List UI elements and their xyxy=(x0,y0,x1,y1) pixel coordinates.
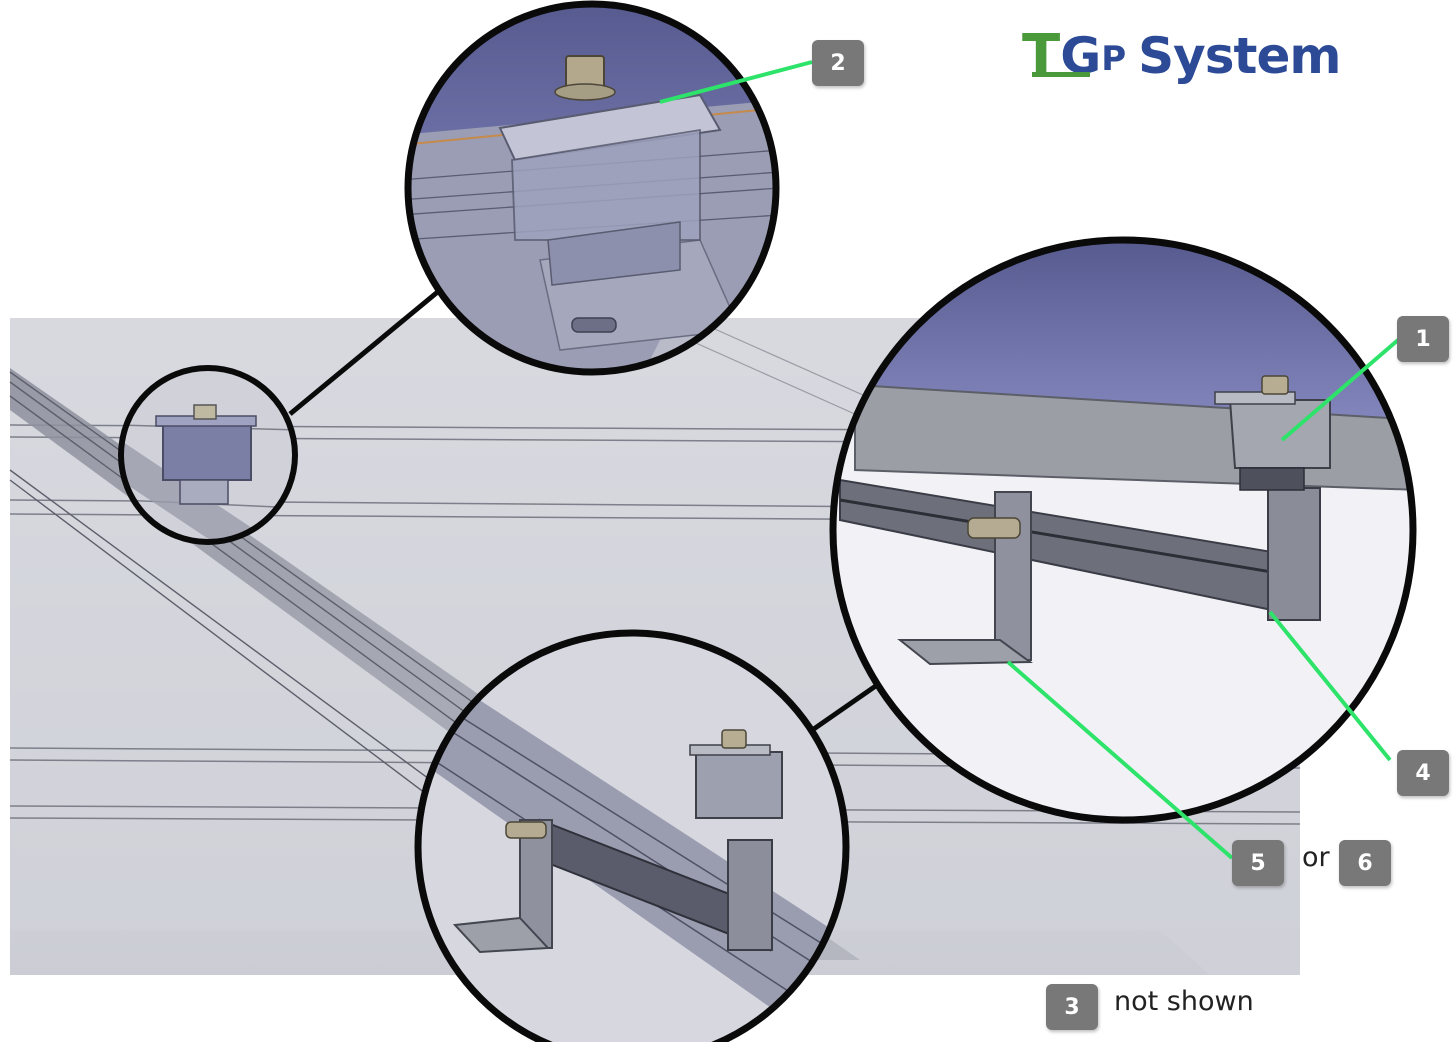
top-detail-circle xyxy=(404,0,780,376)
callout-badge-3: 3 xyxy=(1046,984,1098,1030)
callout-badge-4: 4 xyxy=(1397,750,1449,796)
callout-badge-6: 6 xyxy=(1339,840,1391,886)
logo-word-system: System xyxy=(1138,27,1341,85)
leader-5 xyxy=(1006,660,1234,860)
logo-underline xyxy=(1032,72,1090,77)
detail-connectors xyxy=(288,288,882,736)
callout-badge-2: 2 xyxy=(812,40,864,86)
callout-badge-5: 5 xyxy=(1232,840,1284,886)
leader-4 xyxy=(1268,610,1392,762)
bottom-detail-circle xyxy=(414,629,850,1042)
right-detail-circle xyxy=(829,236,1417,824)
callout-badge-1: 1 xyxy=(1397,316,1449,362)
leader-2 xyxy=(659,60,813,104)
or-connector-text: or xyxy=(1302,842,1330,873)
overview-circle xyxy=(118,365,298,545)
logo-letter-p: P xyxy=(1101,39,1127,79)
leader-lines xyxy=(659,60,1400,860)
leader-1 xyxy=(1280,338,1400,442)
not-shown-note: not shown xyxy=(1114,986,1254,1017)
